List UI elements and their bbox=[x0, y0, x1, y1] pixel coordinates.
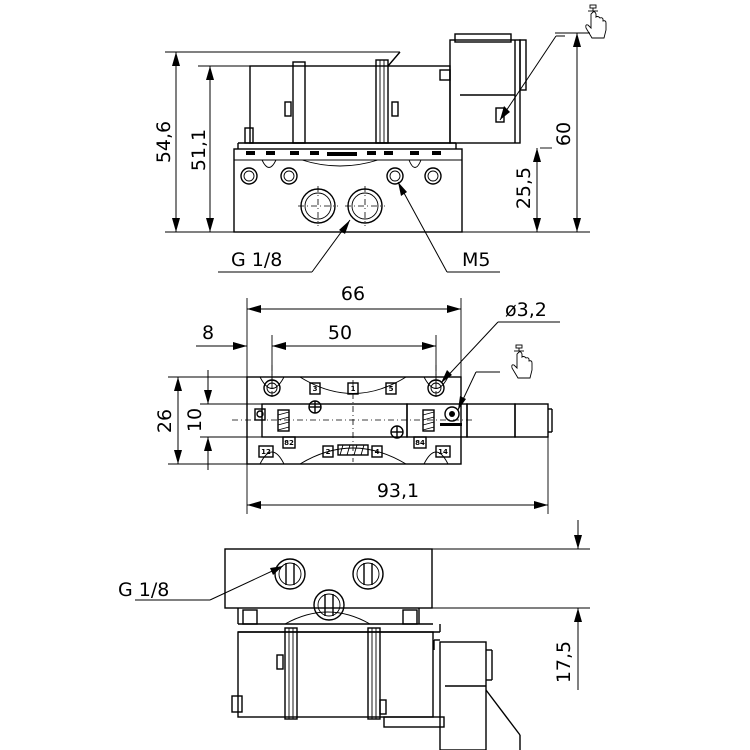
label-height-51-1: 51,1 bbox=[188, 129, 210, 171]
label-height-17-5: 17,5 bbox=[553, 641, 575, 683]
label-width-10: 10 bbox=[184, 408, 206, 432]
svg-text:84: 84 bbox=[415, 439, 425, 447]
label-thread-m5: M5 bbox=[462, 249, 490, 271]
label-length-93-1: 93,1 bbox=[377, 480, 419, 502]
label-height-54-6: 54,6 bbox=[153, 121, 175, 163]
label-thread-front: G 1/8 bbox=[118, 579, 169, 601]
label-length-50: 50 bbox=[328, 322, 352, 344]
svg-text:1: 1 bbox=[351, 385, 356, 393]
label-height-25-5: 25,5 bbox=[513, 167, 535, 209]
svg-text:5: 5 bbox=[389, 385, 394, 393]
label-hole-diameter: ø3,2 bbox=[505, 299, 547, 321]
m5-port bbox=[240, 167, 442, 185]
svg-text:82: 82 bbox=[284, 439, 294, 447]
port-label: 3 1 5 12 82 2 4 84 14 bbox=[258, 382, 451, 458]
label-thread-top: G 1/8 bbox=[231, 249, 282, 271]
svg-text:14: 14 bbox=[438, 448, 448, 456]
svg-text:2: 2 bbox=[326, 448, 331, 456]
side-elevation-view: G 1/8 M5 54,6 51,1 60 25,5 bbox=[153, 4, 607, 273]
label-width-26: 26 bbox=[154, 409, 176, 433]
svg-text:3: 3 bbox=[313, 385, 318, 393]
svg-text:4: 4 bbox=[375, 448, 380, 456]
hand-push-icon bbox=[585, 4, 607, 39]
hand-push-icon bbox=[511, 344, 533, 379]
front-elevation-view: 17,5 bbox=[118, 520, 590, 750]
label-height-60: 60 bbox=[553, 122, 575, 146]
label-length-66: 66 bbox=[341, 283, 365, 305]
svg-text:12: 12 bbox=[261, 448, 271, 456]
g18-port bbox=[298, 186, 385, 226]
g18-port bbox=[274, 558, 384, 621]
label-offset-8: 8 bbox=[202, 322, 214, 344]
plan-view: 66 50 8 ø3,2 26 10 bbox=[154, 283, 560, 514]
